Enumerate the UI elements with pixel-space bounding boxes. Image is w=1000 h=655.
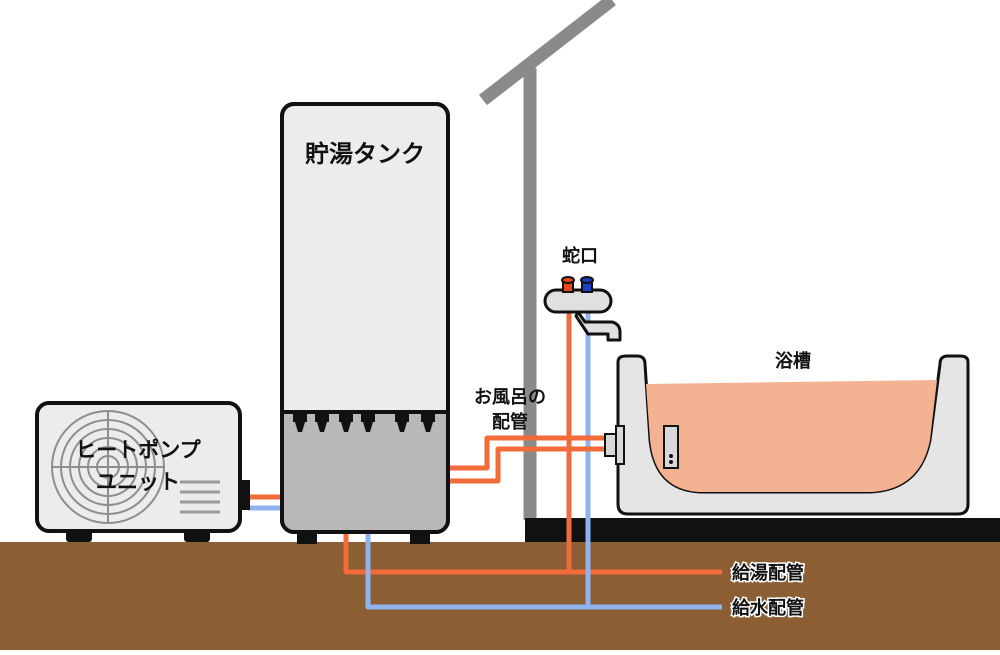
connector-tip	[317, 422, 327, 432]
connector	[339, 414, 353, 422]
bath-adapter-dot	[669, 454, 673, 458]
cold-handle-icon	[580, 276, 594, 284]
bath-pipe-label-line2: 配管	[492, 411, 528, 433]
tank-label: 貯湯タンク	[305, 140, 425, 168]
roof-line	[479, 0, 616, 106]
faucet-spout	[574, 310, 622, 342]
faucet-label: 蛇口	[562, 245, 598, 267]
connector	[361, 414, 375, 422]
connector-tip	[397, 422, 407, 432]
bathtub-label: 浴槽	[775, 350, 811, 372]
hot-supply-pipe-label: 給湯配管	[732, 562, 804, 584]
fan-grille-icon	[51, 410, 165, 524]
house-wall	[479, 0, 616, 520]
connector-tip	[295, 422, 305, 432]
connector	[421, 414, 435, 422]
ground	[0, 542, 1000, 650]
heat-pump-unit: ヒートポンプ ユニット	[35, 401, 250, 542]
bath-adapter-dot	[669, 460, 673, 464]
connector-tip	[423, 422, 433, 432]
connector	[293, 414, 307, 422]
connector	[315, 414, 329, 422]
bathtub: 浴槽	[604, 350, 970, 516]
tank-connectors	[293, 414, 435, 432]
bath-water	[646, 380, 937, 492]
bath-wall-plate	[615, 425, 625, 465]
faucet: 蛇口	[543, 245, 622, 342]
vent-slats	[180, 480, 220, 514]
bath-adapter	[663, 425, 679, 469]
hot-handle-icon	[561, 276, 575, 284]
tank-outline	[280, 102, 450, 534]
faucet-body	[543, 288, 613, 314]
connector	[395, 414, 409, 422]
heatpump-label-line2: ユニット	[96, 470, 180, 494]
connector-tip	[363, 422, 373, 432]
connector-tip	[341, 422, 351, 432]
floor-slab	[525, 518, 1000, 544]
heatpump-label-line1: ヒートポンプ	[75, 438, 201, 462]
storage-tank: 貯湯タンク	[280, 102, 450, 544]
tank-lower-panel	[284, 412, 446, 530]
bath-pipe-label-line1: お風呂の	[474, 387, 546, 408]
cold-supply-pipe-label: 給水配管	[732, 597, 804, 619]
